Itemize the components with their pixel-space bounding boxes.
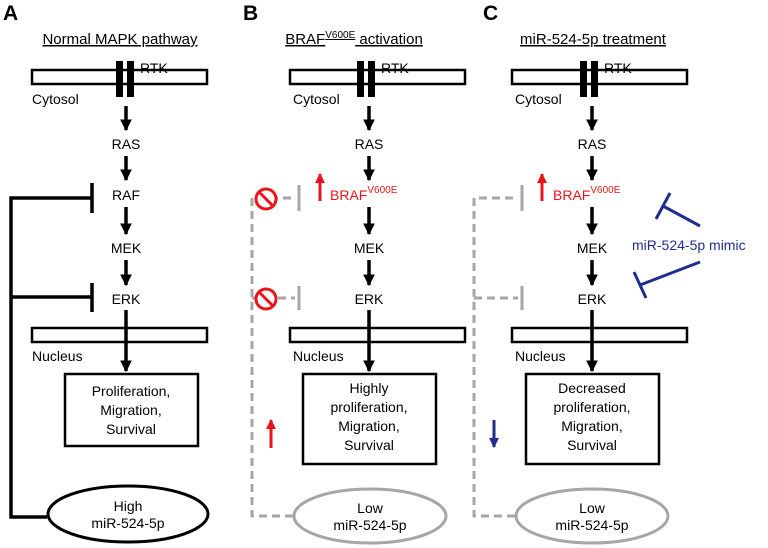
- panel-b-erk-label: ERK: [355, 291, 384, 307]
- panel-a-outcome-box: [63, 372, 200, 448]
- panel-c-mimic-label: miR-524-5p mimic: [632, 237, 746, 253]
- panel-a-mirna-ellipse: [46, 484, 210, 544]
- panel-b-outcome-box: [301, 372, 438, 466]
- panel-b-title-superscript: V600E: [325, 30, 355, 41]
- panel-a-cytosol-label: Cytosol: [32, 91, 79, 107]
- panel-c-ras-label: RAS: [578, 136, 607, 152]
- panel-a-feedback-line-raf: [9, 196, 92, 519]
- panel-c-nuclear-membrane: [510, 326, 689, 344]
- panel-c-mimic-inhibit-erk-bar: [632, 271, 648, 299]
- panel-b-cytosol-label: Cytosol: [293, 91, 340, 107]
- panel-c-membrane: [510, 68, 689, 86]
- panel-a-raf-label: RAF: [112, 187, 140, 203]
- panel-b-braf-superscript: V600E: [367, 185, 397, 196]
- panel-b-title-rest: activation: [355, 31, 423, 48]
- panel-b-blocked-icon-braf: [254, 187, 278, 211]
- panel-b-ras-label: RAS: [355, 136, 384, 152]
- panel-a-ras-label: RAS: [112, 136, 141, 152]
- panel-a-outcome-line-1: Proliferation,: [92, 383, 171, 399]
- panel-c-mek-label: MEK: [577, 240, 608, 256]
- panel-c-rtk-bar-right: [591, 61, 598, 97]
- panel-a-rtk-label: RTK: [140, 60, 168, 76]
- panel-b-mirna-ellipse: [292, 487, 448, 545]
- panel-c-mirna-ellipse: [514, 487, 670, 545]
- panel-b-mek-label: MEK: [354, 240, 385, 256]
- panel-a-letter: A: [3, 2, 18, 25]
- panel-c-rtk-label: RTK: [604, 60, 632, 76]
- panel-b-membrane: [288, 68, 467, 86]
- panel-c-mimic-inhibit-braf-bar: [654, 192, 672, 220]
- panel-a: A Normal MAPK pathway RTK Cytosol RAS RA…: [3, 2, 210, 544]
- panel-b-braf-base: BRAF: [330, 187, 367, 203]
- panel-b-outcome-line-2: proliferation,: [330, 399, 407, 415]
- panel-b-rtk-bar-left: [357, 61, 364, 97]
- panel-a-outcome-line-3: Survival: [106, 421, 156, 437]
- panel-c-outcome-line-1: Decreased: [558, 380, 626, 396]
- panel-a-nuclear-membrane: [30, 326, 209, 344]
- panel-c-braf-superscript: V600E: [590, 185, 620, 196]
- panel-a-mirna-name: miR-524-5p: [91, 515, 164, 531]
- panel-c-nucleus-label: Nucleus: [515, 348, 566, 364]
- panel-c-outcome-line-2: proliferation,: [553, 399, 630, 415]
- panel-c-braf-base: BRAF: [553, 187, 590, 203]
- panel-b-nucleus-label: Nucleus: [293, 348, 344, 364]
- panel-b: B BRAFV600E activation RTK Cytosol RAS B…: [243, 2, 467, 545]
- panel-b-rtk-label: RTK: [381, 60, 409, 76]
- panel-c-erk-label: ERK: [578, 291, 607, 307]
- panel-c-mirna-level: Low: [579, 500, 606, 516]
- panel-c-braf-label: BRAFV600E: [553, 185, 621, 203]
- panel-b-outcome-line-1: Highly: [350, 380, 389, 396]
- panel-a-mirna-level: High: [114, 498, 143, 514]
- panel-c-mimic-line-braf: [662, 204, 701, 228]
- panel-c: C miR-524-5p treatment RTK Cytosol RAS B…: [472, 2, 746, 545]
- panel-b-mirna-level: Low: [357, 500, 384, 516]
- panel-a-rtk-bar-right: [127, 61, 134, 97]
- panel-a-outcome-line-2: Migration,: [100, 402, 161, 418]
- panel-a-nucleus-label: Nucleus: [32, 348, 83, 364]
- panel-c-outcome-line-4: Survival: [567, 437, 617, 453]
- panel-b-feedback-line-braf: [250, 196, 295, 518]
- panel-a-title: Normal MAPK pathway: [42, 31, 198, 48]
- panel-a-rtk-bar-left: [116, 61, 123, 97]
- panel-c-rtk-bar-left: [580, 61, 587, 97]
- panel-c-title: miR-524-5p treatment: [520, 31, 667, 48]
- panel-b-outcome-line-4: Survival: [344, 437, 394, 453]
- panel-b-title-base: BRAF: [285, 31, 325, 48]
- panel-a-erk-label: ERK: [112, 291, 141, 307]
- panel-c-feedback-line-braf: [472, 196, 518, 518]
- panel-c-outcome-line-3: Migration,: [561, 418, 622, 434]
- panel-c-cytosol-label: Cytosol: [515, 91, 562, 107]
- panel-b-letter: B: [243, 2, 258, 25]
- panel-b-mirna-name: miR-524-5p: [333, 517, 406, 533]
- panel-a-mek-label: MEK: [111, 240, 142, 256]
- panel-c-letter: C: [483, 2, 498, 25]
- panel-c-outcome-box: [524, 372, 661, 466]
- panel-b-blocked-icon-erk: [254, 287, 278, 311]
- panel-b-nuclear-membrane: [288, 326, 467, 344]
- panel-c-mimic-line-erk: [639, 260, 701, 287]
- panel-b-rtk-bar-right: [368, 61, 375, 97]
- panel-b-outcome-line-3: Migration,: [338, 418, 399, 434]
- panel-c-mirna-name: miR-524-5p: [555, 517, 628, 533]
- panel-b-title: BRAFV600E activation: [285, 30, 423, 48]
- panel-b-braf-label: BRAFV600E: [330, 185, 398, 203]
